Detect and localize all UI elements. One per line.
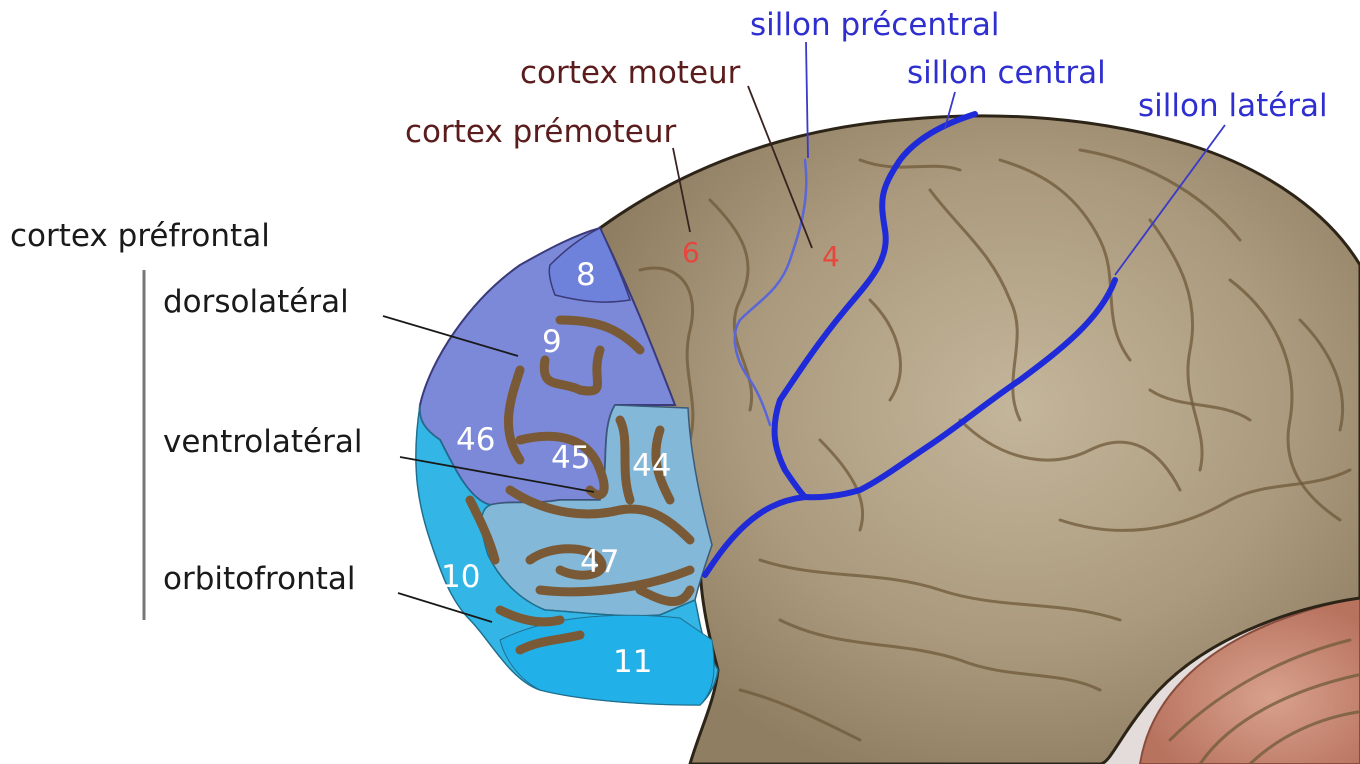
label-orbitofrontal: orbitofrontal [163, 561, 355, 597]
frontal-gyri [465, 315, 695, 655]
label-cortex-premoteur: cortex prémoteur [405, 114, 676, 150]
cerebral-hemisphere [598, 114, 1360, 764]
sillon-lateral-line [702, 277, 1118, 578]
area-4: 4 [822, 240, 840, 273]
area-6: 6 [682, 236, 700, 269]
label-cortex-prefrontal: cortex préfrontal [10, 218, 270, 254]
area-44: 44 [632, 448, 671, 484]
area-47: 47 [580, 544, 619, 580]
area-11: 11 [613, 644, 652, 680]
area-11-region [499, 614, 715, 706]
label-sillon-central: sillon central [907, 55, 1106, 91]
sillon-precentral-line [733, 158, 808, 427]
leader-lines [382, 41, 1226, 623]
area-8-region [548, 226, 631, 303]
sillon-central-line [771, 111, 978, 500]
area-46: 46 [456, 422, 495, 458]
area-9: 9 [542, 324, 562, 360]
label-ventrolateral: ventrolatéral [163, 424, 362, 460]
area-10: 10 [441, 559, 480, 595]
label-sillon-lateral: sillon latéral [1138, 88, 1328, 124]
label-sillon-precentral: sillon précentral [750, 7, 1000, 43]
gyri-texture [638, 148, 1352, 742]
area-45: 45 [551, 440, 590, 476]
label-cortex-moteur: cortex moteur [520, 55, 741, 91]
label-dorsolateral: dorsolatéral [163, 284, 349, 320]
area-8: 8 [576, 257, 596, 293]
